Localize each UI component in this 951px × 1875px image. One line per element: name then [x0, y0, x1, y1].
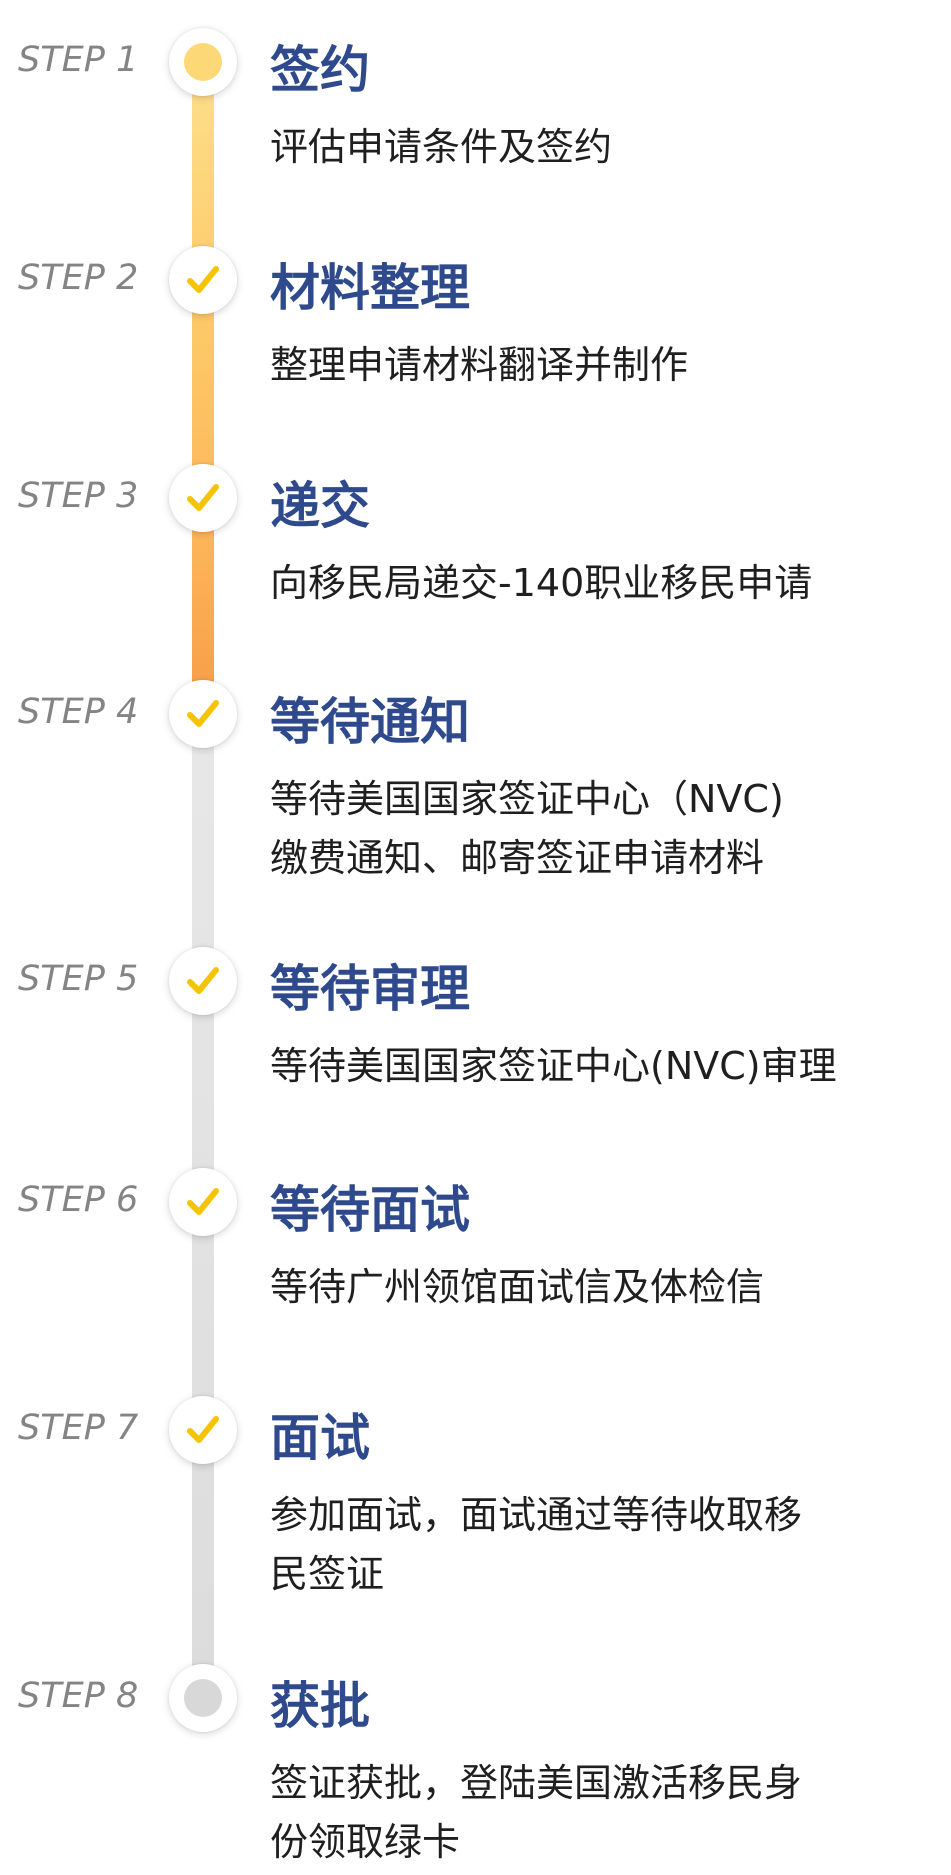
step-description-line: 份领取绿卡: [270, 1813, 940, 1872]
step-description: 等待美国国家签证中心(NVC)审理: [270, 1037, 940, 1096]
check-icon: [181, 959, 225, 1003]
step-node: [169, 1396, 237, 1464]
step-description-line: 参加面试，面试通过等待收取移: [270, 1486, 940, 1545]
yellow-dot-icon: [184, 43, 222, 81]
step-description-line: 等待广州领馆面试信及体检信: [270, 1258, 940, 1317]
step-label: STEP 5: [18, 959, 138, 999]
step-label: STEP 3: [18, 476, 138, 516]
timeline-progress-bar: [192, 55, 214, 745]
step-title: 获批: [270, 1666, 370, 1738]
step-title: 等待通知: [270, 682, 470, 754]
step-node: [169, 680, 237, 748]
step-description: 等待美国国家签证中心（NVC) 缴费通知、邮寄签证申请材料: [270, 770, 940, 888]
step-description: 参加面试，面试通过等待收取移 民签证: [270, 1486, 940, 1604]
step-description: 评估申请条件及签约: [270, 118, 940, 177]
step-label: STEP 2: [18, 258, 138, 298]
step-description-line: 整理申请材料翻译并制作: [270, 336, 940, 395]
step-node: [169, 1168, 237, 1236]
step-description-line: 向移民局递交-140职业移民申请: [270, 554, 940, 613]
step-title: 材料整理: [270, 248, 470, 320]
step-description: 整理申请材料翻译并制作: [270, 336, 940, 395]
step-title: 签约: [270, 30, 370, 102]
step-description: 等待广州领馆面试信及体检信: [270, 1258, 940, 1317]
step-description-line: 民签证: [270, 1545, 940, 1604]
check-icon: [181, 258, 225, 302]
step-label: STEP 7: [18, 1408, 138, 1448]
check-icon: [181, 476, 225, 520]
step-description-line: 缴费通知、邮寄签证申请材料: [270, 829, 940, 888]
step-label: STEP 4: [18, 692, 138, 732]
step-description-line: 签证获批，登陆美国激活移民身: [270, 1754, 940, 1813]
step-description-line: 等待美国国家签证中心(NVC)审理: [270, 1037, 940, 1096]
step-title: 等待面试: [270, 1170, 470, 1242]
step-label: STEP 8: [18, 1676, 138, 1716]
step-node: [169, 28, 237, 96]
step-description: 签证获批，登陆美国激活移民身 份领取绿卡: [270, 1754, 940, 1872]
step-node: [169, 246, 237, 314]
step-node: [169, 464, 237, 532]
step-label: STEP 6: [18, 1180, 138, 1220]
step-title: 等待审理: [270, 949, 470, 1021]
check-icon: [181, 1408, 225, 1452]
check-icon: [181, 692, 225, 736]
step-label: STEP 1: [18, 40, 138, 80]
step-description-line: 评估申请条件及签约: [270, 118, 940, 177]
step-description: 向移民局递交-140职业移民申请: [270, 554, 940, 613]
check-icon: [181, 1180, 225, 1224]
step-node: [169, 1664, 237, 1732]
step-title: 面试: [270, 1398, 370, 1470]
step-description-line: 等待美国国家签证中心（NVC): [270, 770, 940, 829]
gray-dot-icon: [184, 1679, 222, 1717]
step-title: 递交: [270, 466, 370, 538]
step-node: [169, 947, 237, 1015]
